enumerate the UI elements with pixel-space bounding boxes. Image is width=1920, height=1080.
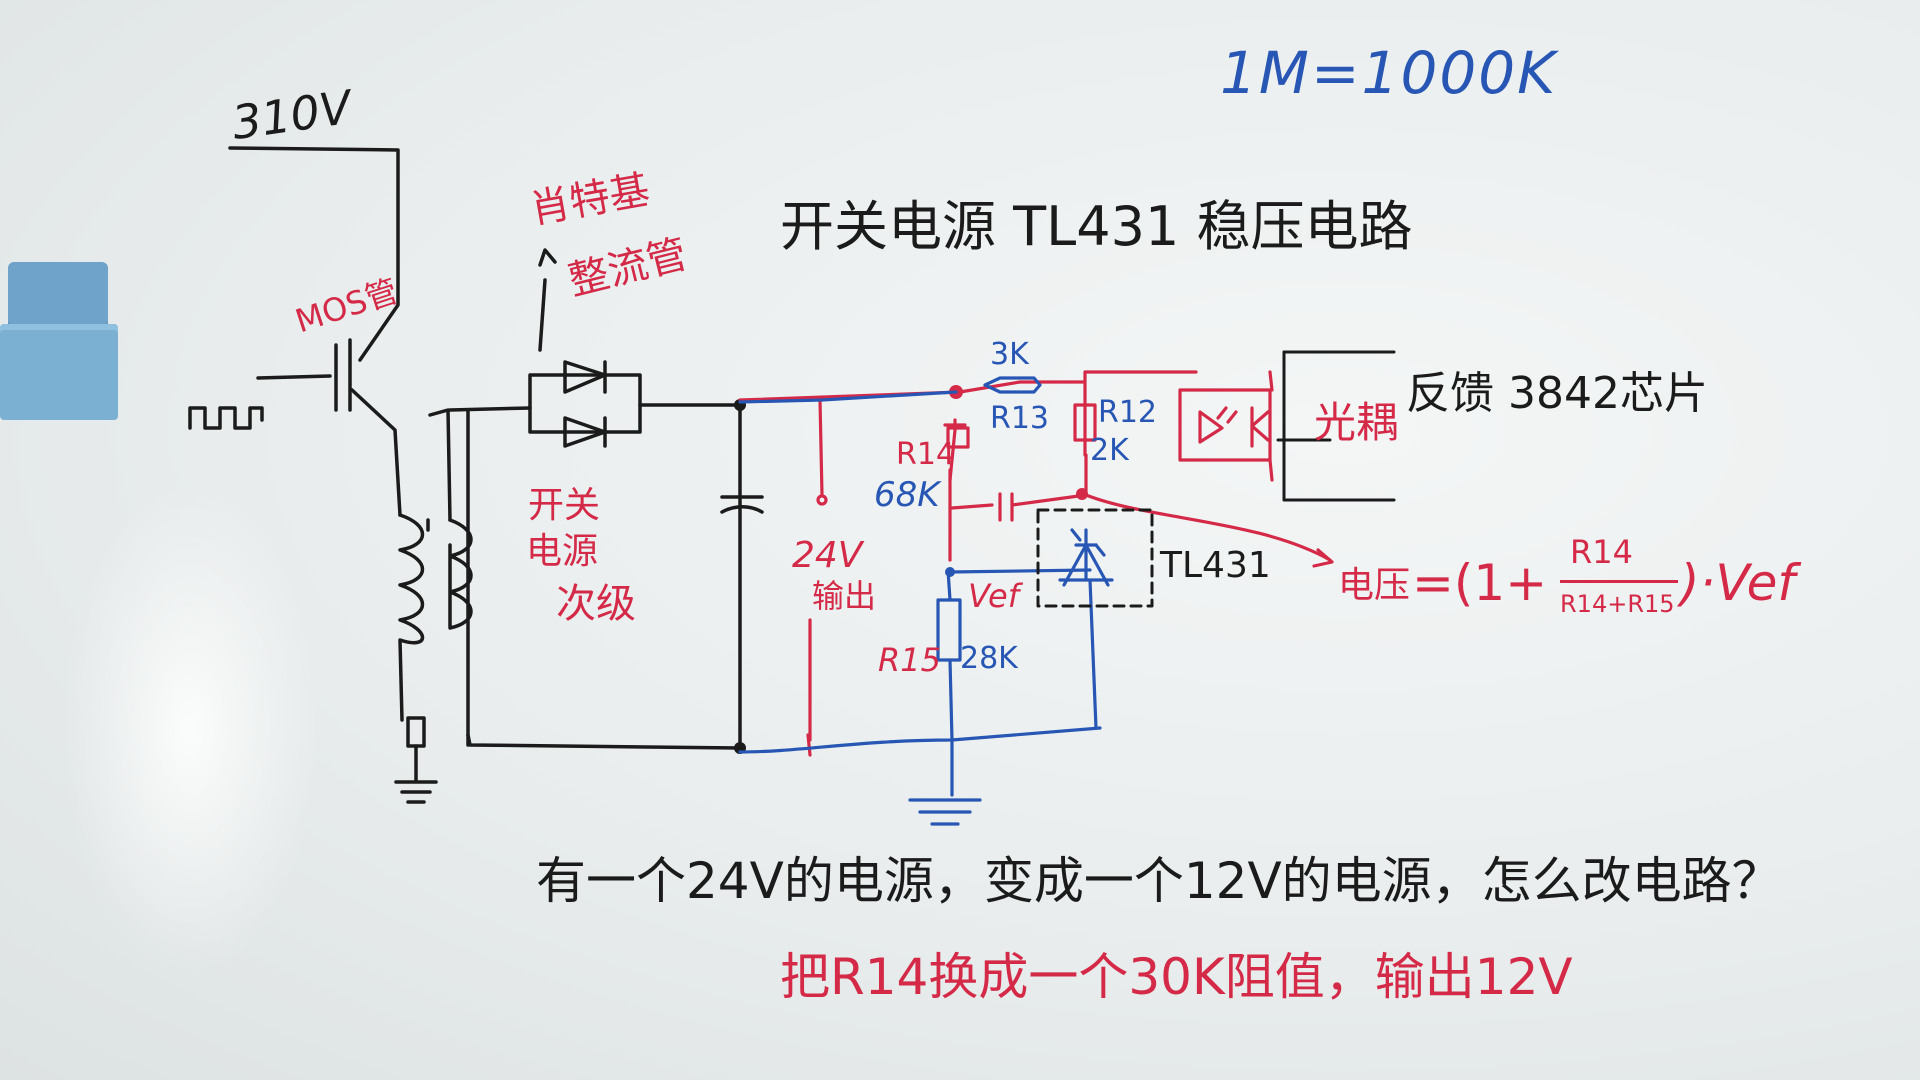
tl431-label: TL431 (1160, 545, 1271, 586)
r15-value: 28K (960, 641, 1018, 676)
output-voltage-label: 24V (792, 535, 863, 576)
question-text: 有一个24V的电源，变成一个12V的电源，怎么改电路？ (536, 852, 1782, 910)
r13-value: 3K (990, 337, 1029, 372)
output-label: 输出 (812, 577, 877, 615)
unit-note: 1M=1000K (1220, 39, 1558, 107)
light-glare (60, 480, 320, 980)
eraser-icon (0, 262, 120, 422)
secondary-label-3: 次级 (556, 581, 636, 627)
formula-numerator: R14 (1570, 533, 1633, 571)
voltage-formula: 电压 =(1+ R14 R14+R15 )·Vef (1338, 536, 1795, 650)
secondary-label-2: 电源 (526, 531, 599, 572)
optocoupler-label: 光耦 (1314, 398, 1399, 447)
r14-name: R14 (896, 437, 956, 472)
r15-name: R15 (878, 641, 941, 679)
formula-denominator: R14+R15 (1560, 590, 1675, 618)
page-title: 开关电源 TL431 稳压电路 (780, 195, 1413, 258)
fraction-bar (1560, 580, 1678, 583)
junction-dot (1076, 488, 1088, 500)
r12-name: R12 (1098, 395, 1158, 430)
r13-name: R13 (990, 401, 1050, 436)
vef-label: Vef (968, 577, 1019, 615)
formula-close: )·Vef (1680, 554, 1796, 612)
r14-value: 68K (874, 475, 940, 515)
secondary-label-1: 开关 (528, 485, 601, 526)
junction-dot (945, 567, 955, 577)
formula-open: =(1+ (1412, 554, 1548, 612)
formula-lhs: 电压 (1338, 565, 1411, 606)
answer-text: 把R14换成一个30K阻值，输出12V (780, 948, 1573, 1006)
primary-side (188, 146, 438, 804)
r12-value: 2K (1090, 433, 1129, 468)
tl431-outline (1036, 508, 1154, 608)
optocoupler-output (1276, 350, 1396, 502)
secondary-side (426, 248, 764, 750)
feedback-label: 反馈 3842芯片 (1406, 368, 1708, 419)
divider-blue-wiring (738, 376, 1114, 826)
